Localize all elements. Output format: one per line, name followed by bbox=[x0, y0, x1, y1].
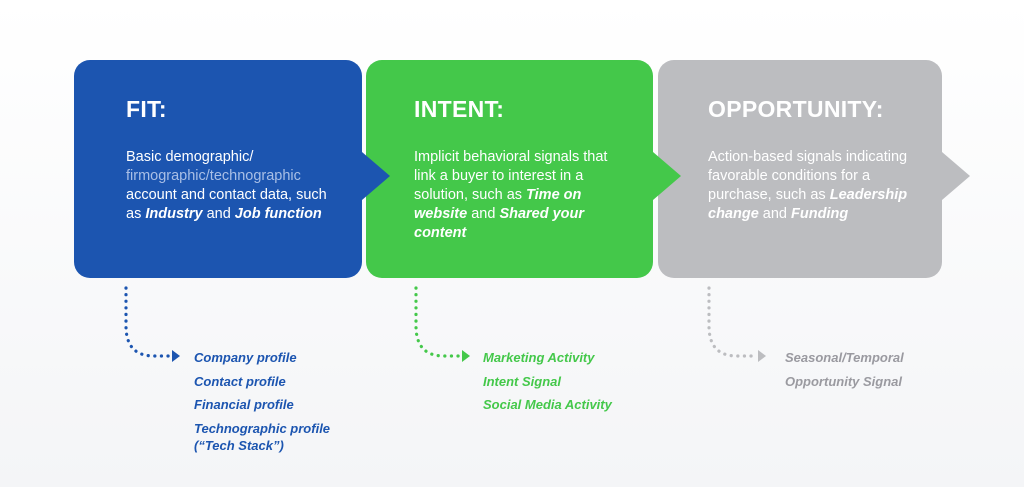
opportunity-desc-emphasis: Leadership change bbox=[708, 187, 908, 222]
intent-desc-part: and bbox=[467, 206, 500, 222]
intent-desc-emphasis: Time on website bbox=[414, 187, 582, 222]
opportunity-signal-list: Seasonal/Temporal Opportunity Signal bbox=[785, 346, 904, 393]
opportunity-card: OPPORTUNITY: Action-based signals indica… bbox=[658, 60, 970, 278]
fit-desc-emphasis: Job function bbox=[234, 206, 322, 222]
fit-card: FIT: Basic demographic/ firmographic/tec… bbox=[74, 60, 390, 278]
list-item: Social Media Activity bbox=[483, 397, 612, 412]
opportunity-arrow-icon bbox=[758, 350, 766, 362]
intent-arrow-icon bbox=[462, 350, 470, 362]
opportunity-desc-emphasis: Funding bbox=[791, 206, 849, 222]
intent-dotted-connector bbox=[414, 286, 470, 362]
fit-title: FIT: bbox=[126, 96, 167, 122]
intent-desc-emphasis: Shared your content bbox=[414, 206, 585, 241]
intent-signal-list: Marketing Activity Intent Signal Social … bbox=[483, 346, 612, 417]
opportunity-dotted-connector bbox=[707, 286, 766, 362]
fit-desc-part: and bbox=[202, 206, 235, 222]
intent-card: INTENT: Implicit behavioral signals that… bbox=[366, 60, 681, 278]
fit-desc-part: firmographic/technographic bbox=[126, 168, 301, 184]
intent-description: Implicit behavioral signals that link a … bbox=[414, 148, 653, 243]
fit-dotted-connector bbox=[124, 286, 180, 362]
opportunity-title: OPPORTUNITY: bbox=[708, 96, 884, 122]
opportunity-description: Action-based signals indicating favorabl… bbox=[708, 148, 942, 224]
list-item: Marketing Activity bbox=[483, 350, 595, 365]
fit-desc-emphasis: Industry bbox=[145, 206, 203, 222]
list-item: Contact profile bbox=[194, 373, 286, 389]
list-item: Seasonal/Temporal bbox=[785, 350, 904, 365]
intent-title: INTENT: bbox=[414, 96, 505, 122]
list-item: Company profile bbox=[194, 350, 297, 365]
list-item: Opportunity Signal bbox=[785, 373, 902, 389]
opportunity-desc-part: and bbox=[758, 206, 792, 222]
list-item: Financial profile bbox=[194, 397, 294, 412]
fit-arrow-icon bbox=[172, 350, 180, 362]
fit-signal-list: Company profile Contact profile Financia… bbox=[194, 346, 334, 454]
list-item: Technographic profile (“Tech Stack”) bbox=[194, 420, 331, 453]
fit-desc-part: Basic demographic/ bbox=[126, 149, 254, 165]
list-item: Intent Signal bbox=[483, 373, 561, 389]
fit-desc-part: account and contact data, such as bbox=[126, 187, 327, 222]
fit-description: Basic demographic/ firmographic/technogr… bbox=[126, 148, 362, 224]
intent-desc-part: Implicit behavioral signals that link a … bbox=[414, 149, 608, 203]
opportunity-desc-part: Action-based signals indicating favorabl… bbox=[708, 149, 908, 203]
